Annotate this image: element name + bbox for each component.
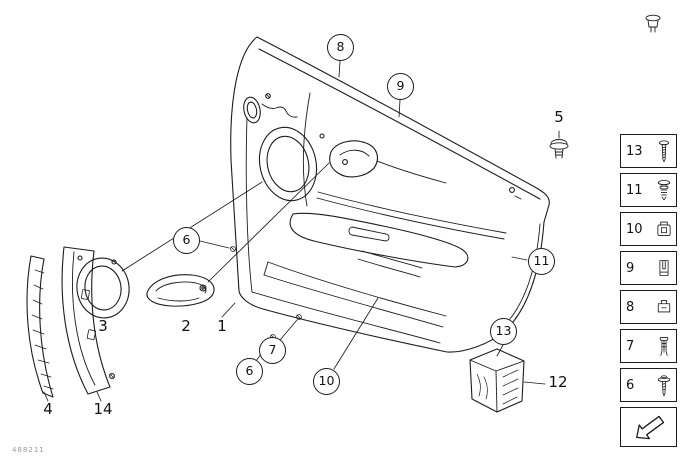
callout-7[interactable]: 7 (259, 337, 286, 364)
legend-number: 9 (626, 260, 635, 276)
part-4-trim-strip (26, 255, 54, 398)
sheet-clip-icon (655, 255, 673, 281)
callout-8[interactable]: 8 (327, 34, 354, 61)
legend-number: 8 (626, 299, 635, 315)
part-5-fastener-icon (549, 139, 569, 159)
legend-row-7[interactable]: 7 (620, 329, 677, 363)
fastener-legend: 13 11 (620, 134, 677, 447)
callout-11[interactable]: 11 (528, 248, 555, 275)
legend-number: 6 (626, 377, 635, 393)
legend-row-9[interactable]: 9 (620, 251, 677, 285)
label-4[interactable]: 4 (43, 400, 53, 418)
legend-number: 11 (626, 182, 643, 198)
part-14-trim-strip (61, 246, 115, 395)
legend-number: 7 (626, 338, 635, 354)
tweeter-and-wire (243, 93, 298, 124)
door-panel-outline (230, 36, 550, 353)
part-12-bracket (469, 348, 525, 413)
armrest (289, 212, 469, 278)
legend-row-13[interactable]: 13 (620, 134, 677, 168)
part-2-door-pull-trim (146, 274, 215, 307)
expanding-rivet-icon (655, 333, 673, 359)
callout-9[interactable]: 9 (387, 73, 414, 100)
screw-icon (655, 138, 673, 164)
callout-6-lower[interactable]: 6 (236, 358, 263, 385)
callout-6-upper[interactable]: 6 (173, 227, 200, 254)
fastening-screws (230, 246, 302, 340)
legend-row-8[interactable]: 8 (620, 290, 677, 324)
part-3-speaker-ring (76, 257, 130, 319)
label-5[interactable]: 5 (554, 108, 564, 126)
clamp-clip-icon (655, 294, 673, 320)
nav-arrow-button[interactable] (620, 407, 677, 447)
speaker-opening (258, 126, 318, 202)
label-14[interactable]: 14 (93, 400, 113, 418)
interior-handle (319, 133, 447, 184)
label-3[interactable]: 3 (98, 317, 108, 335)
callout-10[interactable]: 10 (313, 368, 340, 395)
legend-row-10[interactable]: 10 (620, 212, 677, 246)
map-pocket (263, 261, 447, 328)
leader-lines (43, 60, 560, 402)
corner-fastener-icon (645, 14, 661, 33)
callout-13[interactable]: 13 (490, 318, 517, 345)
square-nut-icon (655, 216, 673, 242)
screw-washer-icon (655, 372, 673, 398)
legend-row-11[interactable]: 11 (620, 173, 677, 207)
direction-arrow-icon (627, 410, 671, 444)
label-1[interactable]: 1 (217, 317, 227, 335)
grommet-icon (655, 177, 673, 203)
legend-number: 10 (626, 221, 643, 237)
legend-number: 13 (626, 143, 643, 159)
diagram-code: 488211 (12, 446, 45, 454)
legend-row-6[interactable]: 6 (620, 368, 677, 402)
label-2[interactable]: 2 (181, 317, 191, 335)
label-12[interactable]: 12 (548, 373, 568, 391)
